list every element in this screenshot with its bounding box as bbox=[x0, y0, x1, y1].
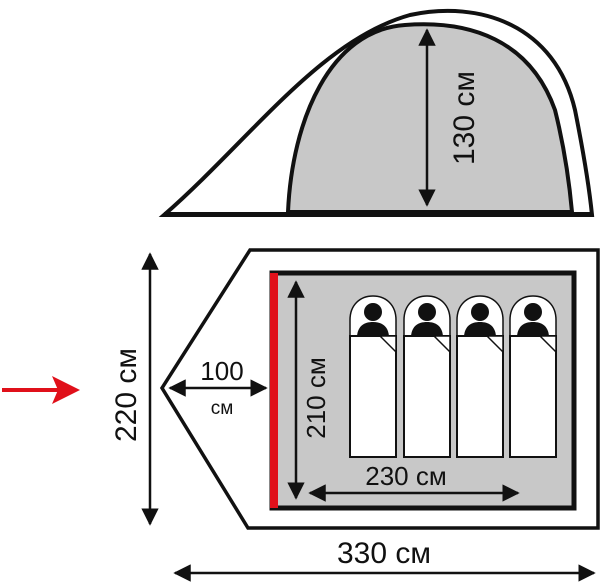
person-shoulders-icon bbox=[517, 322, 549, 336]
floor-plan: 210 см 230 см 100 см 220 см 330 см bbox=[110, 248, 600, 582]
person-shoulders-icon bbox=[464, 322, 496, 336]
person-head-icon bbox=[418, 303, 436, 321]
person-head-icon bbox=[471, 303, 489, 321]
person-head-icon bbox=[524, 303, 542, 321]
vestibule-depth-unit: см bbox=[211, 398, 234, 419]
inner-length-label: 230 см bbox=[365, 461, 446, 491]
person-shoulders-icon bbox=[411, 322, 443, 336]
vestibule-depth-value: 100 bbox=[200, 356, 243, 386]
total-width-label: 220 см bbox=[110, 348, 143, 442]
sleeping-bag bbox=[456, 295, 504, 458]
sleeping-places bbox=[349, 295, 557, 458]
sleeping-bag bbox=[509, 295, 557, 458]
person-head-icon bbox=[364, 303, 382, 321]
door-red-stripe bbox=[270, 273, 278, 508]
person-shoulders-icon bbox=[357, 322, 389, 336]
side-view: 130 см bbox=[158, 8, 595, 217]
total-length-label: 330 см bbox=[337, 537, 431, 570]
inner-width-label: 210 см bbox=[301, 357, 331, 438]
entrance-arrow-icon bbox=[2, 376, 80, 404]
sleeping-bag bbox=[349, 295, 397, 458]
height-label: 130 см bbox=[448, 71, 481, 165]
sleeping-bag bbox=[403, 295, 451, 458]
